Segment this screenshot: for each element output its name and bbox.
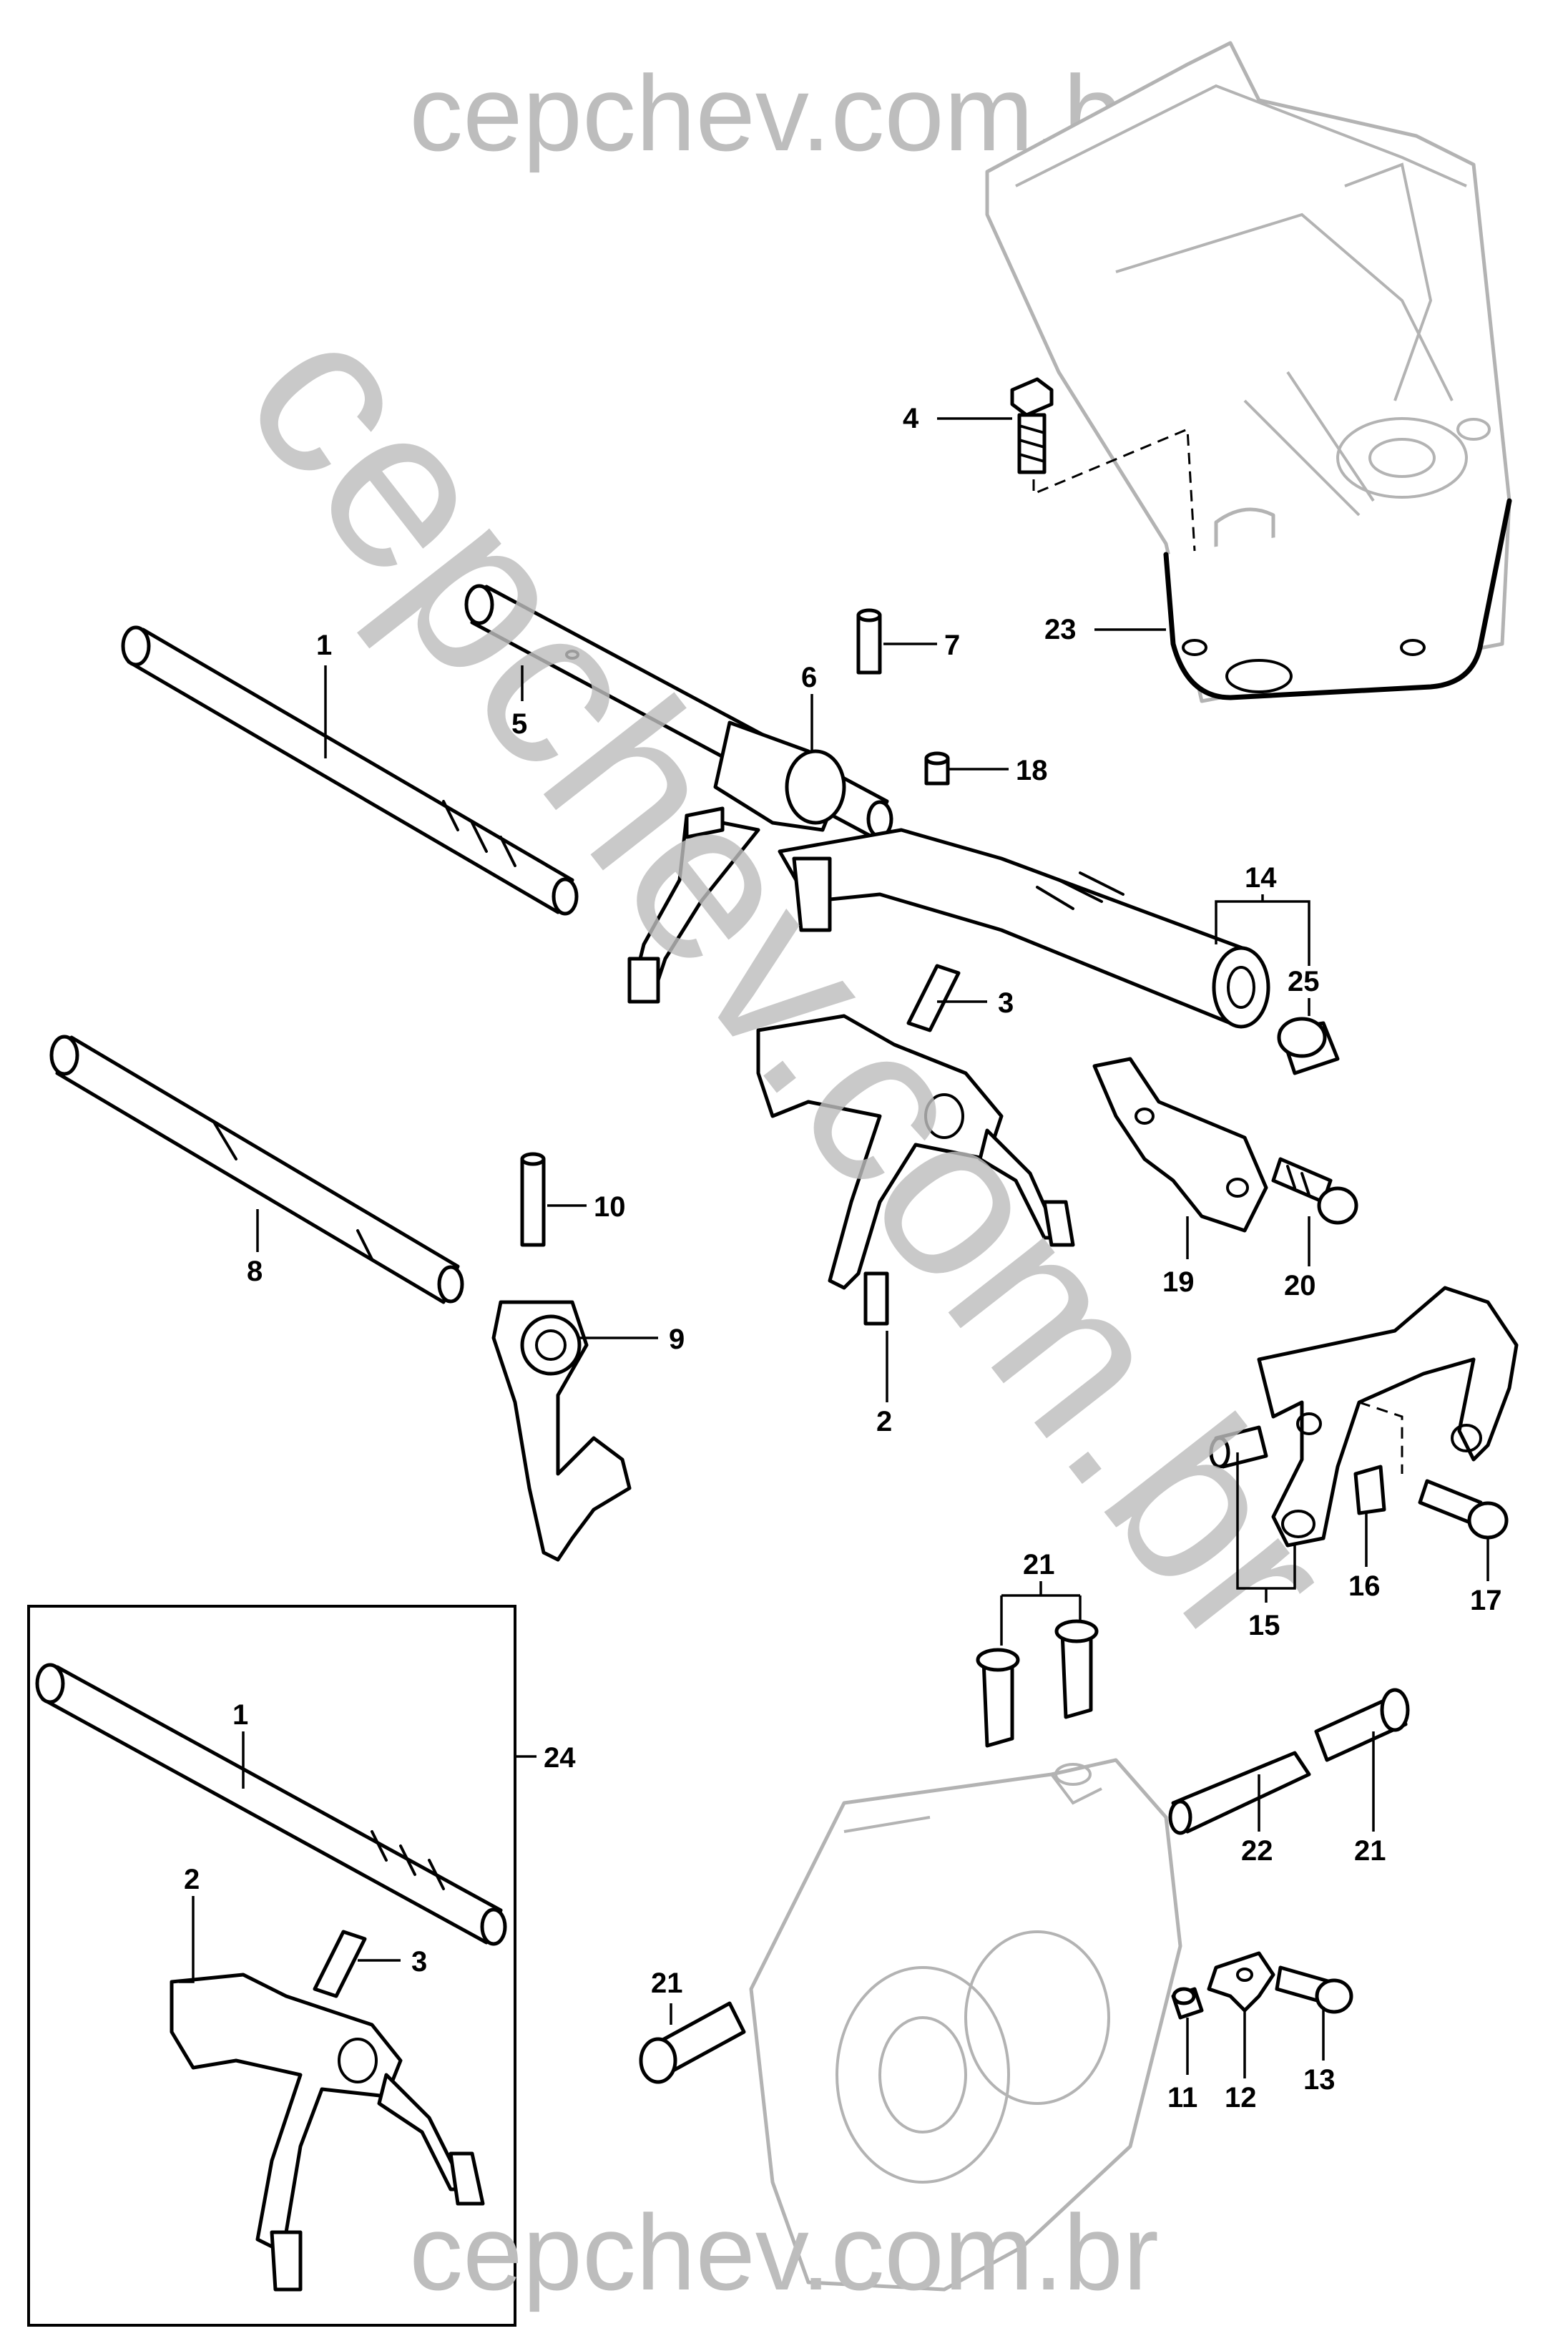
label-part-7: 7 <box>944 630 960 661</box>
label-part-13: 13 <box>1303 2064 1336 2096</box>
watermark-bottom: cepchev.com.br <box>409 2192 1159 2312</box>
selector-shaft-8 <box>49 1035 464 1304</box>
label-part-14: 14 <box>1245 862 1277 894</box>
label-part-12: 12 <box>1225 2082 1257 2113</box>
label-part-5: 5 <box>511 708 527 740</box>
label-part-21-right: 21 <box>1354 1835 1386 1867</box>
plug-11 <box>1171 1987 1204 2020</box>
dowel-18 <box>924 751 950 786</box>
label-kit-part-3: 3 <box>411 1946 427 1978</box>
plate-12 <box>1207 1951 1275 2013</box>
label-part-10: 10 <box>594 1191 626 1223</box>
kit-shaft-1 <box>35 1663 507 1946</box>
label-part-9: 9 <box>669 1324 685 1355</box>
label-part-23: 23 <box>1044 614 1077 645</box>
shift-fork-6 <box>627 720 846 1004</box>
label-part-17: 17 <box>1470 1585 1502 1616</box>
label-kit-part-2: 2 <box>184 1864 200 1895</box>
pivot-pin-21-left <box>639 2001 746 2084</box>
selector-bracket-15 <box>1257 1286 1519 1548</box>
bolt-17 <box>1418 1479 1509 1540</box>
label-part-19: 19 <box>1162 1266 1195 1298</box>
label-part-3: 3 <box>998 987 1014 1019</box>
kit-box-24 <box>27 1605 516 2327</box>
label-part-25: 25 <box>1288 966 1320 997</box>
roll-pin-3 <box>906 964 961 1032</box>
bolt-20 <box>1271 1157 1358 1225</box>
shift-fork-9 <box>491 1300 632 1562</box>
label-kit-part-1: 1 <box>232 1699 248 1731</box>
leader-lines <box>179 417 1489 2078</box>
interlock-lever-19 <box>1092 1057 1268 1233</box>
shift-fork-2 <box>756 1014 1075 1326</box>
label-part-20: 20 <box>1284 1270 1316 1301</box>
shaft-22 <box>1168 1751 1311 1835</box>
label-part-2: 2 <box>876 1406 892 1437</box>
shift-shaft-assembly-14 <box>778 828 1270 1029</box>
part-labels: 1 5 6 7 4 23 18 14 25 3 10 8 9 2 19 20 1… <box>184 403 1502 2113</box>
label-part-21-left: 21 <box>651 1968 683 1999</box>
label-part-21-pair: 21 <box>1023 1549 1055 1580</box>
label-part-15: 15 <box>1248 1610 1280 1641</box>
label-part-24: 24 <box>544 1742 576 1774</box>
gasket <box>1163 498 1512 700</box>
label-part-6: 6 <box>801 662 817 693</box>
clip-16 <box>1353 1465 1386 1515</box>
label-part-4: 4 <box>903 403 919 434</box>
label-part-18: 18 <box>1016 755 1048 786</box>
label-part-1: 1 <box>316 630 332 661</box>
selector-shaft-1 <box>121 625 579 916</box>
pin-15 <box>1209 1425 1268 1469</box>
label-part-22: 22 <box>1241 1835 1273 1867</box>
transmission-housing-bottom <box>749 1758 1182 2292</box>
label-part-11: 11 <box>1167 2082 1197 2113</box>
roll-pin-10 <box>520 1152 546 1247</box>
label-part-8: 8 <box>247 1256 263 1287</box>
pivot-pins-21 <box>976 1619 1099 1748</box>
bolt-4 <box>1010 377 1196 552</box>
kit-shift-fork-2 <box>170 1973 485 2292</box>
kit-roll-pin-3 <box>313 1930 367 1998</box>
bushing-25 <box>1277 1017 1340 1075</box>
label-part-16: 16 <box>1348 1570 1381 1602</box>
pivot-pin-21-right <box>1314 1688 1410 1762</box>
roll-pin-7 <box>856 608 882 675</box>
bolt-13 <box>1275 1965 1353 2014</box>
